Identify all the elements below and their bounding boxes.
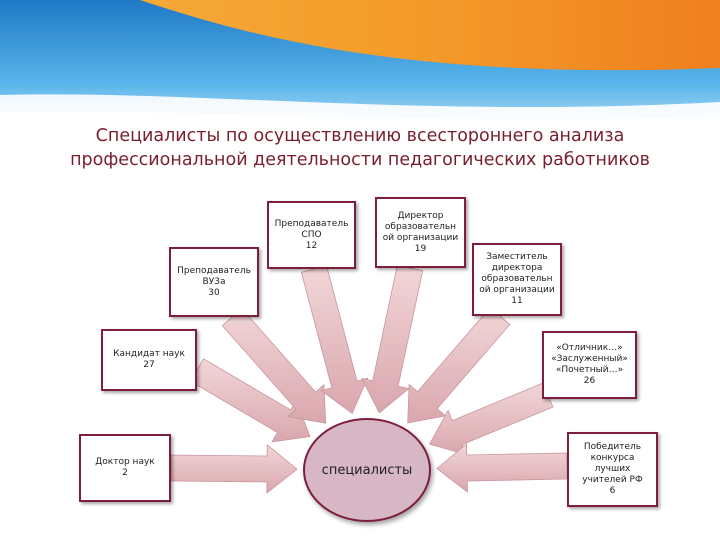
node-honorary-titles: «Отличник…» «Заслуженный» «Почетный…» 26 [542, 331, 637, 399]
node-university-lecturer: Преподаватель ВУЗа 30 [169, 247, 259, 317]
arrow-3 [221, 307, 327, 424]
node-school-director: Директор образовательн ой организации 19 [375, 197, 466, 268]
slide-title: Специалисты по осуществлению всесторонне… [70, 126, 650, 170]
node-candidate-of-science: Кандидат наук 27 [101, 329, 197, 391]
arrow-8 [436, 443, 568, 493]
arrow-6 [407, 306, 511, 424]
header-banner [0, 0, 720, 150]
arrow-1 [170, 444, 298, 494]
arrow-5 [361, 264, 424, 414]
node-doctor-of-science: Доктор наук 2 [79, 434, 171, 502]
node-deputy-director: Заместитель директора образовательн ой о… [472, 243, 562, 316]
arrow-4 [300, 265, 369, 415]
node-college-lecturer: Преподаватель СПО 12 [267, 201, 356, 269]
center-node: специалисты [303, 418, 431, 522]
arrow-7 [429, 382, 554, 456]
node-contest-winner: Победитель конкурса лучших учителей РФ 6 [567, 432, 658, 507]
